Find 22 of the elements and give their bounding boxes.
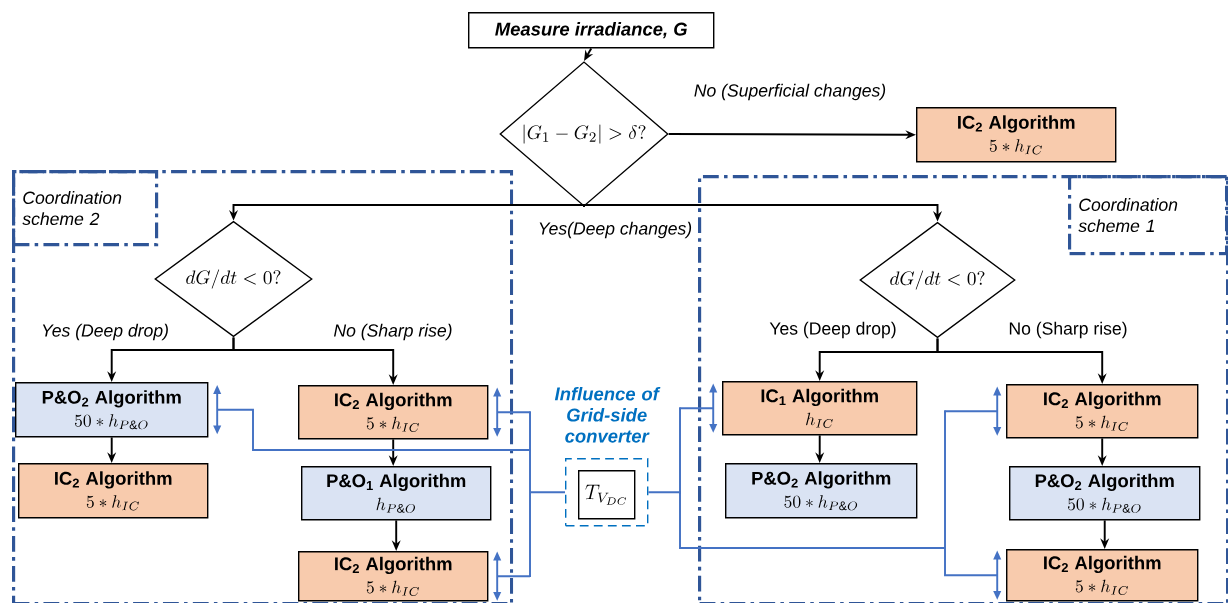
start-box: Measure irradiance, G (468, 12, 715, 49)
process-box: IC$_{2}$ Algorithm $5 * h_{IC}$ (18, 463, 209, 519)
process-box: IC$_{2}$ Algorithm $5 * h_{IC}$ (1006, 549, 1199, 602)
node-label: Influence of Grid-side converter (554, 386, 661, 443)
edge-label: No (Superficial changes) (694, 83, 886, 101)
edge-label: Yes(Deep changes) (539, 221, 692, 239)
connector-line (213, 385, 566, 601)
process-box: P&O$_{1}$ Algorithm $h_{P\&O}$ (301, 466, 492, 521)
edge-label: No (Sharp rise) (1009, 321, 1127, 339)
process-box: P&O$_{2}$ Algorithm $50 * h_{P\&O}$ (15, 382, 209, 438)
process-box: P&O$_{2}$ Algorithm $50 * h_{P\&O}$ (1009, 466, 1201, 521)
edge-label: No (Sharp rise) (334, 323, 452, 341)
process-box: IC$_{2}$ Algorithm $5 * h_{IC}$ (916, 107, 1117, 163)
edge-label: Yes (Deep drop) (42, 323, 168, 341)
process-box: P&O$_{2}$ Algorithm $50 * h_{P\&O}$ (725, 463, 918, 519)
process-box: IC$_{1}$ Algorithm $h_{IC}$ (722, 381, 918, 436)
process-box: IC$_{2}$ Algorithm $5 * h_{IC}$ (298, 385, 489, 440)
time-box: $T_{V_{DC}}$ (578, 470, 636, 520)
process-box: IC$_{2}$ Algorithm $5 * h_{IC}$ (298, 551, 489, 602)
process-box: IC$_{2}$ Algorithm $5 * h_{IC}$ (1006, 384, 1199, 439)
connector-line (647, 383, 1002, 600)
edge-label: Yes (Deep drop) (769, 321, 896, 339)
